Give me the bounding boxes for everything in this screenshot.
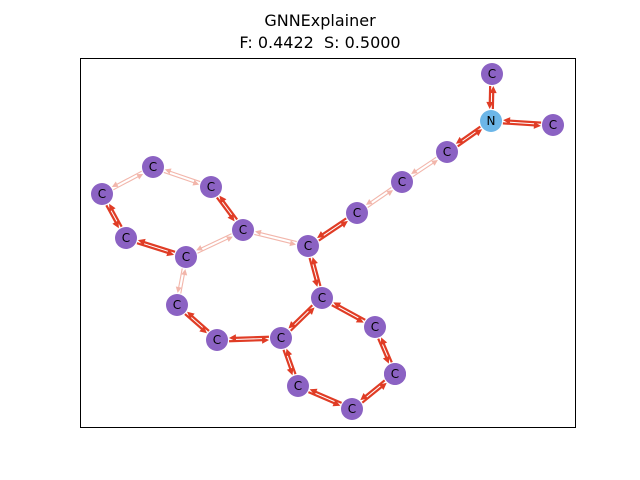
node-circle (175, 246, 197, 268)
edge-15-16 (288, 304, 315, 332)
node-label: C (173, 298, 181, 312)
node-label: C (182, 250, 190, 264)
edge-5-6 (317, 217, 348, 242)
node-label: C (398, 175, 406, 189)
node-circle (384, 363, 406, 385)
edge-10-11 (105, 203, 123, 229)
node-circle (270, 327, 292, 349)
edge-16-17 (331, 302, 366, 323)
node-7: C (232, 219, 254, 241)
node-circle (341, 398, 363, 420)
node-17: C (364, 316, 386, 338)
node-label: C (391, 367, 399, 381)
node-label: C (348, 402, 356, 416)
node-label: C (371, 320, 379, 334)
node-1: N (480, 110, 502, 132)
edge-7-8 (215, 195, 239, 222)
node-21: C (287, 375, 309, 397)
node-circle (91, 183, 113, 205)
node-5: C (346, 202, 368, 224)
node-label: C (149, 160, 157, 174)
node-circle (297, 235, 319, 257)
edge-0-1 (486, 85, 497, 110)
node-label: C (549, 118, 557, 132)
node-label: C (318, 291, 326, 305)
node-19: C (384, 363, 406, 385)
edge-9-10 (111, 170, 144, 191)
node-circle (115, 227, 137, 249)
node-9: C (142, 156, 164, 178)
node-12: C (175, 246, 197, 268)
edge-1-2 (502, 117, 542, 129)
node-14: C (206, 329, 228, 351)
node-circle (364, 316, 386, 338)
node-label: C (239, 223, 247, 237)
node-label: C (488, 67, 496, 81)
node-label: N (487, 114, 496, 128)
node-label: C (98, 187, 106, 201)
edge-6-7 (254, 229, 297, 247)
node-10: C (91, 183, 113, 205)
node-circle (287, 375, 309, 397)
node-20: C (341, 398, 363, 420)
node-circle (436, 141, 458, 163)
edge-16-6 (308, 257, 322, 287)
edge-12-7 (196, 233, 233, 254)
node-label: C (277, 331, 285, 345)
edge-13-14 (184, 311, 210, 334)
node-8: C (200, 176, 222, 198)
node-circle (232, 219, 254, 241)
node-circle (200, 176, 222, 198)
node-0: C (481, 63, 503, 85)
node-15: C (270, 327, 292, 349)
edge-14-15 (228, 334, 270, 344)
node-6: C (297, 235, 319, 257)
edge-1-3 (455, 125, 483, 148)
node-circle (311, 287, 333, 309)
node-label: C (294, 379, 302, 393)
node-circle (166, 294, 188, 316)
edge-19-20 (360, 379, 387, 404)
node-16: C (311, 287, 333, 309)
node-3: C (436, 141, 458, 163)
node-circle (542, 114, 564, 136)
edge-3-4 (411, 156, 438, 178)
plot-frame (80, 58, 576, 428)
node-label: C (443, 145, 451, 159)
node-circle (481, 63, 503, 85)
node-circle (391, 171, 413, 193)
node-11: C (115, 227, 137, 249)
edge-8-9 (163, 168, 201, 186)
node-label: C (213, 333, 221, 347)
node-circle (206, 329, 228, 351)
node-label: C (304, 239, 312, 253)
chart-subtitle: F: 0.4422 S: 0.5000 (239, 33, 401, 52)
edge-17-18 (377, 337, 393, 364)
node-4: C (391, 171, 413, 193)
node-circle (142, 156, 164, 178)
edge-11-12 (136, 238, 176, 257)
chart-title: GNNExplainer (264, 11, 376, 30)
node-label: C (207, 180, 215, 194)
edges-layer (105, 85, 542, 407)
edge-4-5 (365, 187, 394, 208)
edge-21-15 (282, 348, 297, 376)
node-label: C (353, 206, 361, 220)
nodes-layer: CNCCCCCCCCCCCCCCCCCCCC (91, 63, 564, 420)
node-13: C (166, 294, 188, 316)
node-2: C (542, 114, 564, 136)
edge-20-21 (307, 388, 343, 407)
node-circle (480, 110, 502, 132)
edge-12-13 (175, 268, 188, 294)
node-circle (346, 202, 368, 224)
node-label: C (122, 231, 130, 245)
